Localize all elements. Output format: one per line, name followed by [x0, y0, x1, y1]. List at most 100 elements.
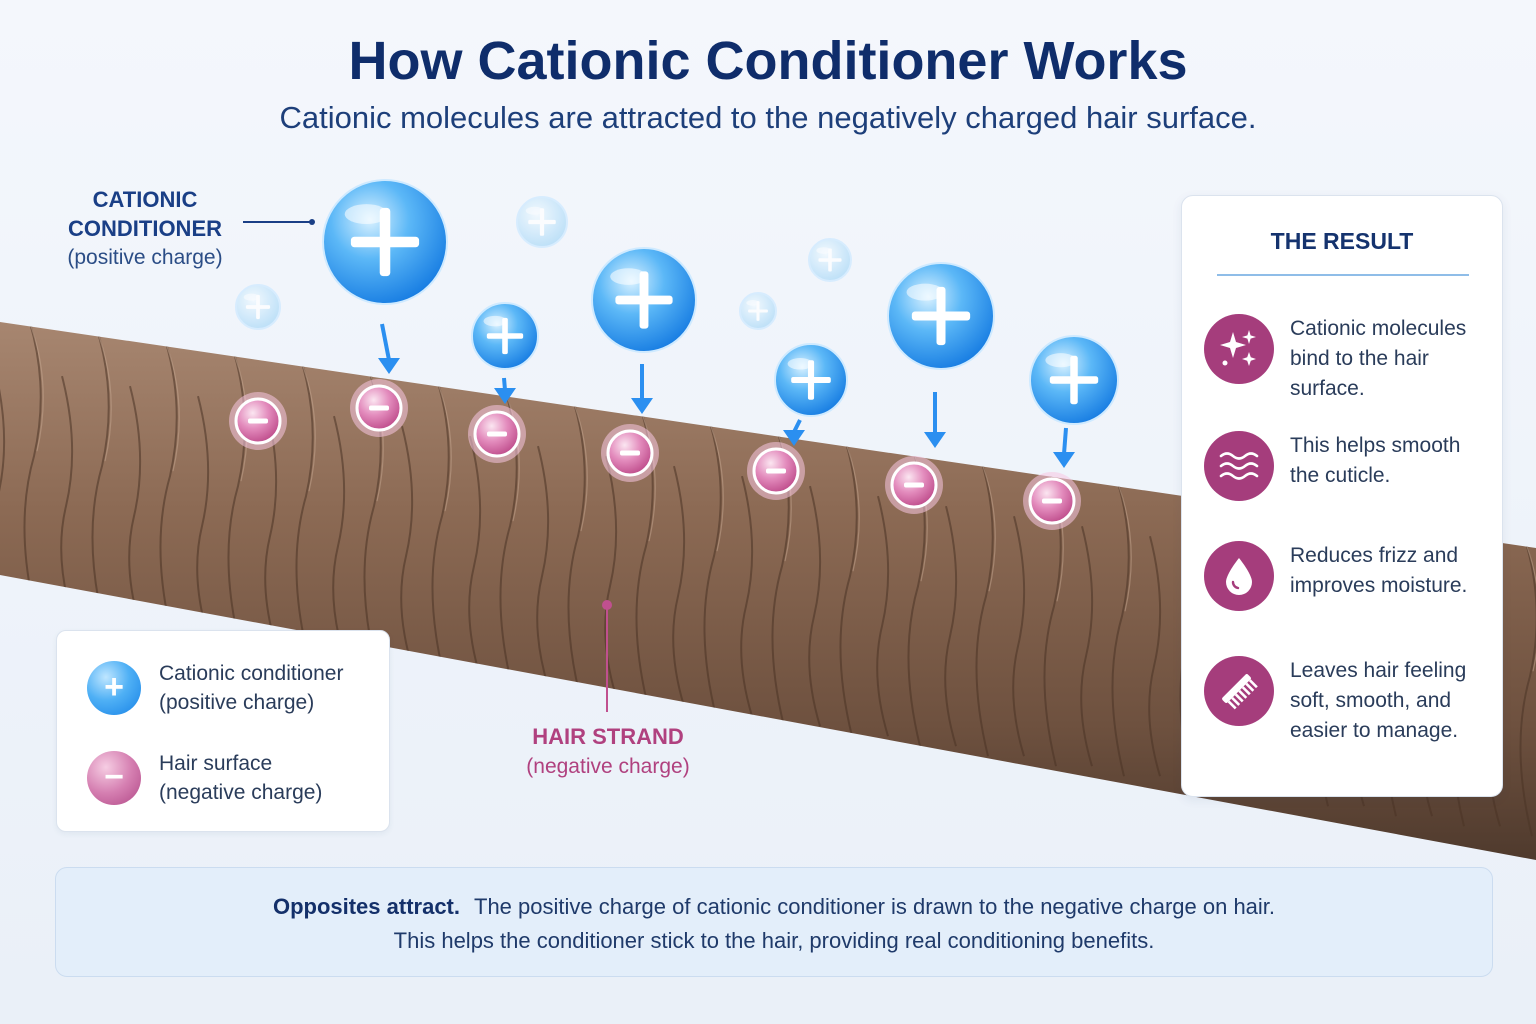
- hair-scale-highlight: [98, 335, 112, 462]
- hair-scale-edge: [0, 365, 6, 607]
- hair-scale-edge: [567, 395, 586, 697]
- hair-scale-edge: [264, 405, 278, 647]
- hair-scale-highlight: [710, 425, 724, 552]
- cationic-molecule-bubble: [1029, 335, 1119, 425]
- cationic-molecule-bubble: [774, 343, 848, 417]
- page-title: How Cationic Conditioner Works: [348, 31, 1188, 91]
- legend-positive-line2: (positive charge): [159, 691, 315, 714]
- negative-glyph: −: [104, 758, 124, 796]
- hair-scale-edge: [196, 395, 210, 637]
- footer-text-1: The positive charge of cationic conditio…: [474, 894, 1276, 919]
- hair-scale-highlight: [302, 365, 316, 492]
- result-panel: THE RESULT Cationic molecules bind to th…: [1181, 195, 1503, 797]
- hair-scale-edge: [400, 425, 414, 667]
- legend-text-negative: Hair surface (negative charge): [159, 749, 322, 807]
- attraction-arrow: [494, 377, 516, 404]
- hair-scale-edge: [227, 345, 246, 647]
- water-drop-icon: [1204, 541, 1274, 611]
- footer-line-1: Opposites attract. The positive charge of…: [56, 894, 1492, 920]
- hair-scale-edge: [23, 322, 42, 617]
- result-text-4: Leaves hair feeling soft, smooth, and ea…: [1290, 659, 1467, 742]
- attraction-arrow: [924, 392, 946, 448]
- legend: + Cationic conditioner (positive charge)…: [56, 630, 390, 832]
- positive-glyph: +: [104, 668, 124, 706]
- hair-scale-edge: [159, 335, 178, 637]
- hair-scale-edge: [128, 385, 142, 627]
- attraction-arrow: [1053, 427, 1075, 468]
- hair-scale-edge: [1111, 475, 1130, 777]
- hair-scale-edge: [808, 485, 822, 727]
- sparkle-icon: [1204, 314, 1274, 384]
- cationic-label-charge: (positive charge): [67, 246, 223, 269]
- hair-scale-highlight: [438, 385, 452, 512]
- hair-label-title: HAIR STRAND: [532, 724, 684, 749]
- cationic-conditioner-label: CATIONIC CONDITIONER (positive charge): [40, 185, 250, 272]
- result-text-3: Reduces frizz and improves moisture.: [1290, 544, 1468, 597]
- page-subtitle: Cationic molecules are attracted to the …: [279, 100, 1257, 135]
- cationic-molecule-bubble: [591, 247, 697, 353]
- cationic-label-line1: CATIONIC: [92, 187, 198, 212]
- attraction-arrow: [378, 323, 400, 374]
- result-item-bind: Cationic molecules bind to the hair surf…: [1204, 314, 1490, 404]
- negative-charge-marker: [885, 456, 943, 514]
- hair-connector-dot: [602, 600, 612, 610]
- result-item-frizz: Reduces frizz and improves moisture.: [1204, 541, 1490, 611]
- cationic-molecule-bubble: [887, 262, 995, 370]
- result-item-soft: Leaves hair feeling soft, smooth, and ea…: [1204, 656, 1490, 746]
- result-title: THE RESULT: [1270, 228, 1414, 254]
- hair-scale-highlight: [846, 445, 860, 572]
- positive-charge-icon: +: [87, 661, 141, 715]
- hair-scale-edge: [740, 475, 754, 717]
- cationic-label-line2: CONDITIONER: [68, 216, 222, 241]
- legend-item-positive: + Cationic conditioner (positive charge): [87, 659, 343, 717]
- result-item-smooth: This helps smooth the cuticle.: [1204, 431, 1490, 501]
- hair-scale-edge: [876, 495, 890, 737]
- comb-icon: [1204, 656, 1274, 726]
- hair-scale-edge: [332, 415, 346, 657]
- legend-item-negative: − Hair surface (negative charge): [87, 749, 322, 807]
- legend-text-positive: Cationic conditioner (positive charge): [159, 659, 343, 717]
- negative-charge-marker: [468, 405, 526, 463]
- faint-cationic-bubble: [739, 292, 777, 330]
- hair-scale-edge: [944, 505, 958, 747]
- hair-scale-edge: [1519, 535, 1536, 837]
- negative-charge-marker: [350, 379, 408, 437]
- waves-icon: [1204, 431, 1274, 501]
- negative-charge-marker: [229, 392, 287, 450]
- negative-charge-marker: [1023, 472, 1081, 530]
- hair-scale-highlight: [642, 415, 656, 542]
- hair-scale-edge: [91, 325, 110, 627]
- legend-negative-line1: Hair surface: [159, 752, 273, 775]
- hair-scale-edge: [60, 375, 74, 617]
- hair-scale-edge: [536, 445, 550, 687]
- hair-scale-highlight: [1118, 486, 1132, 612]
- hair-scale-edge: [431, 375, 450, 677]
- result-text-2: This helps smooth the cuticle.: [1290, 434, 1461, 487]
- attraction-arrow: [631, 364, 653, 414]
- faint-cationic-bubble: [516, 196, 568, 248]
- negative-charge-marker: [747, 442, 805, 500]
- hair-scale-edge: [975, 455, 994, 757]
- faint-cationic-bubble: [235, 284, 281, 330]
- hair-scale-highlight: [982, 465, 996, 592]
- hair-strand-body: [0, 322, 1536, 860]
- hair-scale-highlight: [30, 325, 44, 452]
- negative-charge-marker: [601, 424, 659, 482]
- hair-scale-edge: [839, 435, 858, 737]
- cationic-molecule-bubble: [322, 179, 448, 305]
- hair-scale-edge: [468, 435, 482, 677]
- footer-bold: Opposites attract.: [272, 894, 460, 919]
- hair-scale-edge: [295, 355, 314, 657]
- hair-scale-edge: [672, 465, 686, 707]
- hair-scale-highlight: [574, 405, 588, 532]
- result-text-1: Cationic molecules bind to the hair surf…: [1290, 317, 1467, 400]
- legend-positive-line1: Cationic conditioner: [159, 662, 344, 685]
- footer-line-2: This helps the conditioner stick to the …: [393, 928, 1155, 953]
- hair-strand-label: HAIR STRAND (negative charge): [468, 722, 748, 782]
- hair-label-charge: (negative charge): [526, 755, 690, 778]
- result-divider: [1217, 274, 1469, 276]
- hair-scale-edge: [1012, 515, 1026, 757]
- attraction-arrow: [783, 419, 805, 446]
- cationic-molecule-bubble: [471, 302, 539, 370]
